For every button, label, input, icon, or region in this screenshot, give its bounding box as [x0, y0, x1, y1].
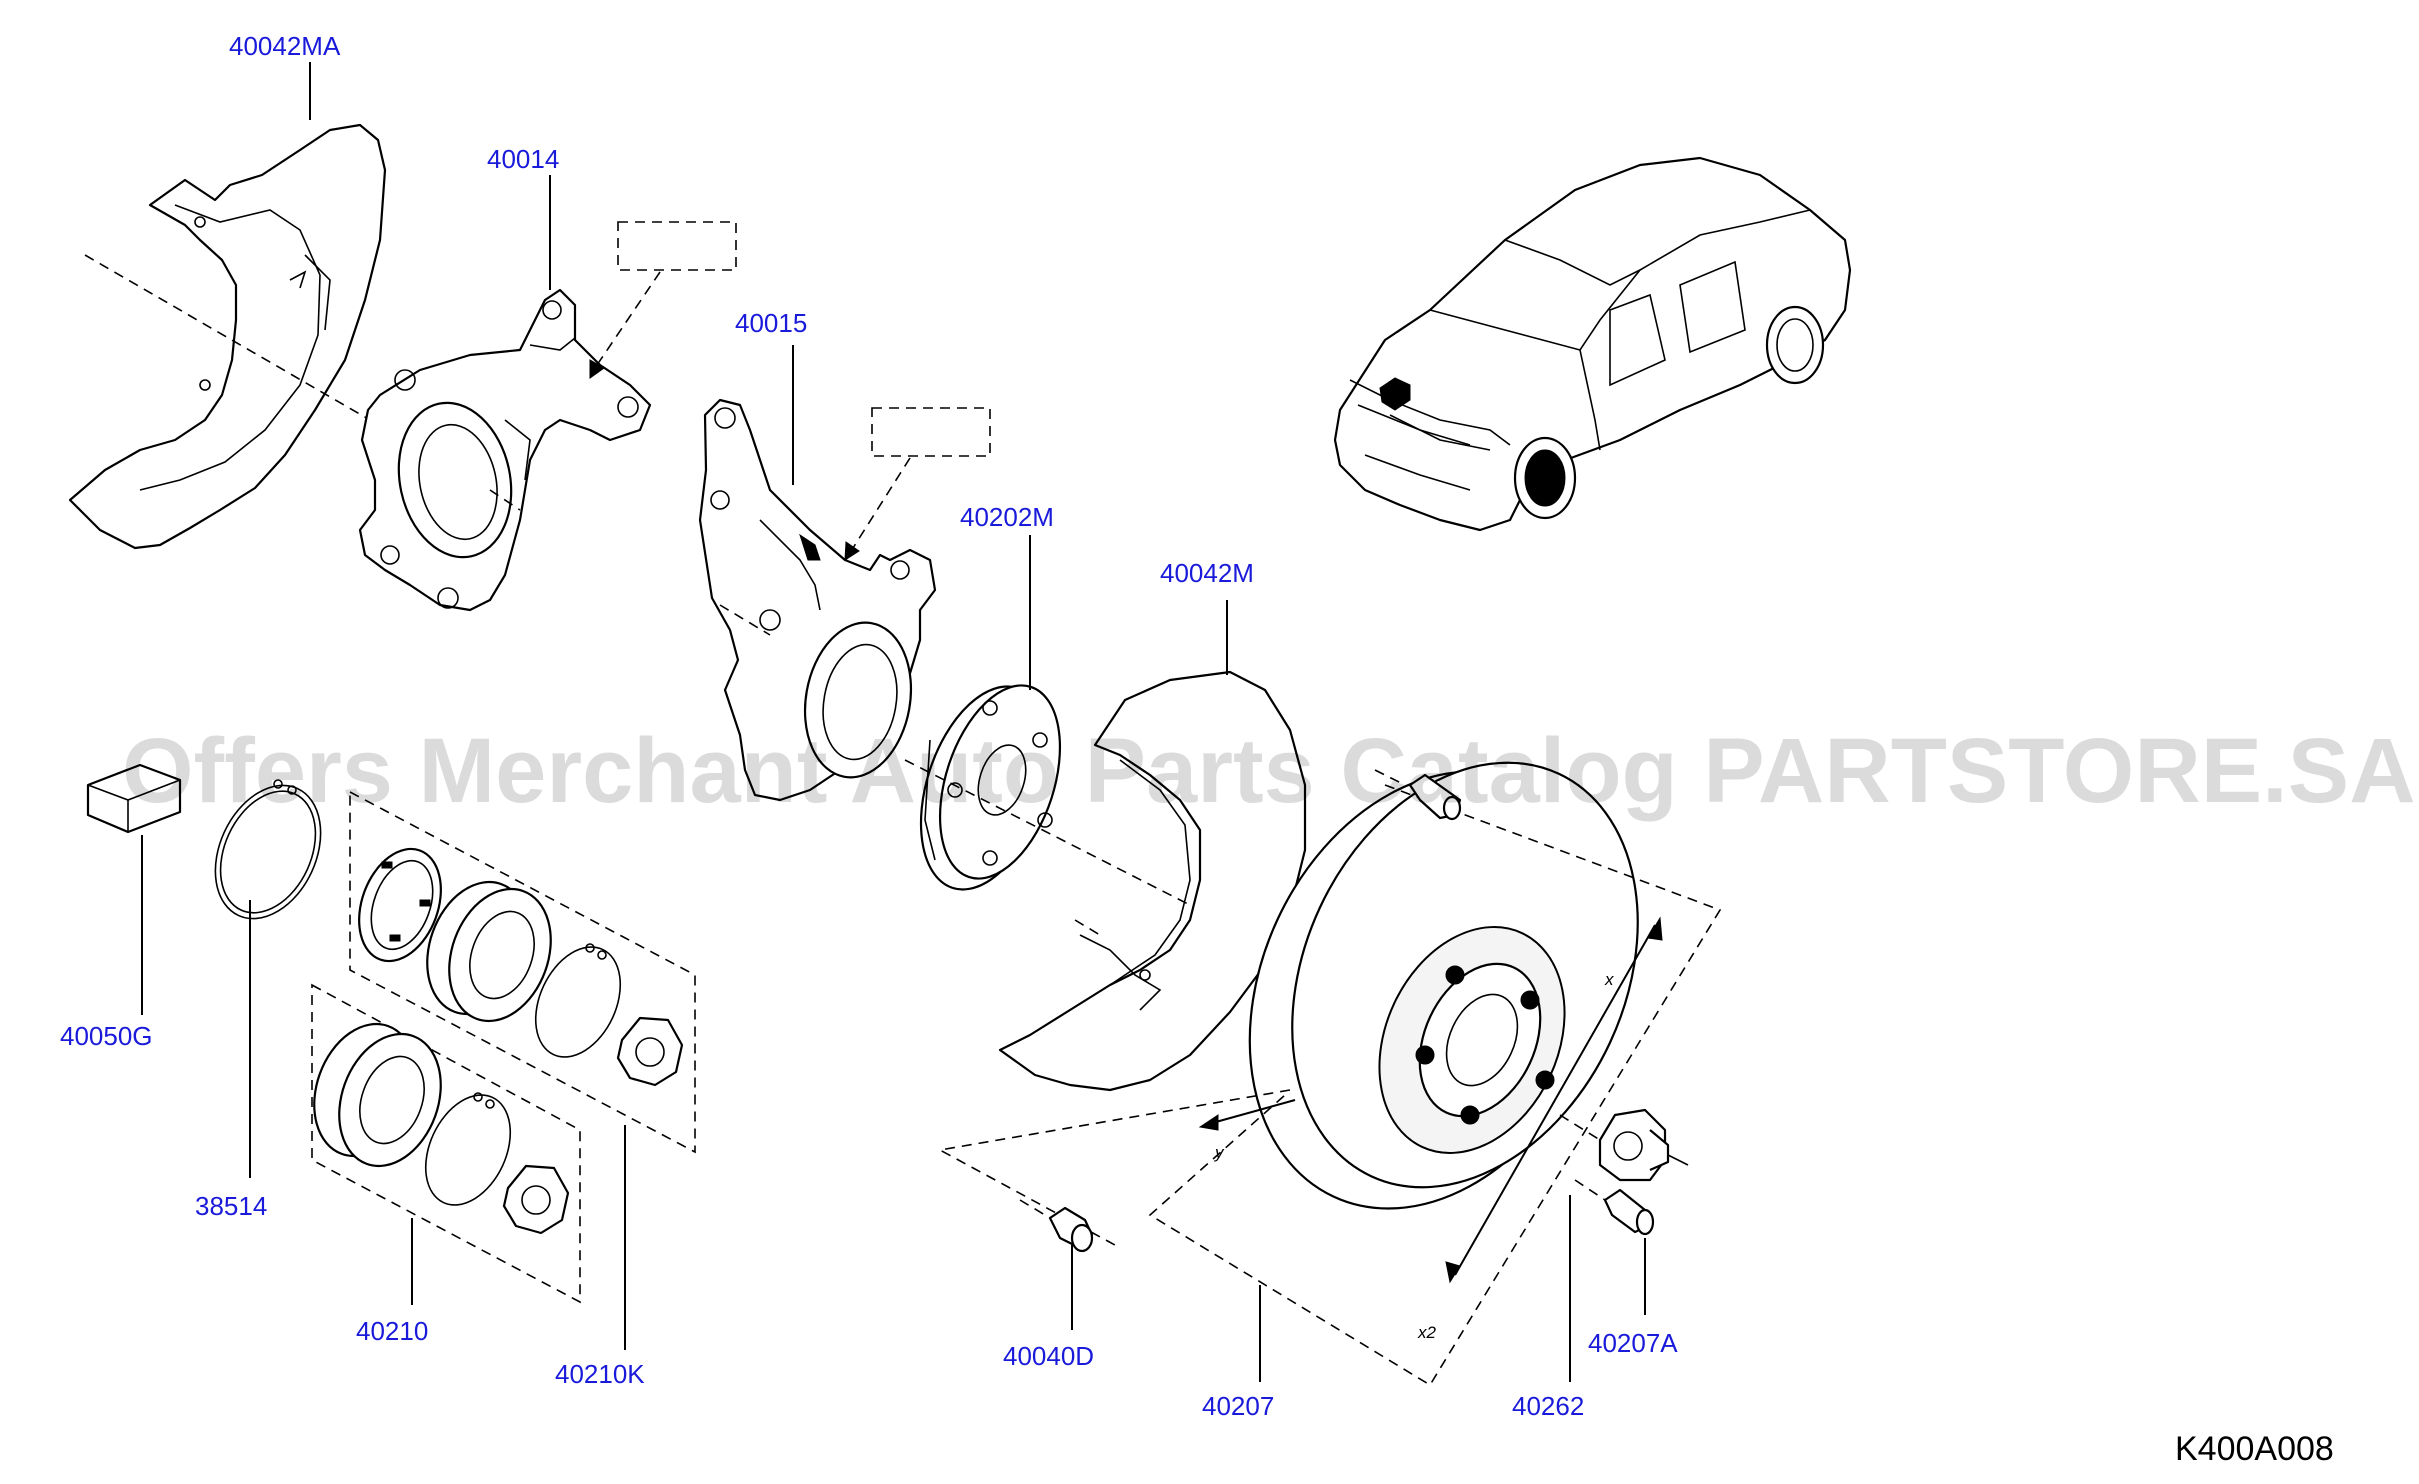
axis-line-nut [1559, 1114, 1601, 1141]
diagram-code: K400A008 [2175, 1430, 2334, 1468]
callout-arrow-left [596, 271, 661, 366]
bearing-kit-box [349, 790, 696, 1154]
snap-ring-drawing[interactable] [195, 768, 341, 935]
callout-arrow-right [852, 457, 911, 549]
dust-shield-lower-drawing[interactable] [998, 670, 1307, 1092]
dimension-x-arrow-top [1647, 916, 1663, 941]
disc-screw-top-drawing[interactable] [1408, 773, 1462, 821]
axis-line-bottom-screw [1574, 1179, 1606, 1201]
dimension-y-mark: y [1214, 1143, 1225, 1162]
axis-line-shield-bolt [1019, 1199, 1051, 1219]
part-label-40042MA[interactable]: 40042MA [229, 31, 341, 61]
axis-line-knuckle-left [489, 489, 521, 511]
wheel-hub-drawing[interactable] [897, 670, 1082, 906]
hub-nut-lower-drawing[interactable] [502, 1164, 570, 1235]
hub-nut-drawing[interactable] [1598, 1108, 1689, 1182]
dimension-x-line [1454, 924, 1656, 1276]
dimension-y-line [1204, 1099, 1296, 1126]
brake-disc-drawing[interactable] [1181, 706, 1703, 1267]
quantity-mark: x2 [1417, 1323, 1437, 1342]
wheel-bearing-lower-drawing[interactable] [297, 1010, 459, 1181]
callout-box-right [871, 407, 991, 457]
dimension-x-arrow-bottom [1445, 1261, 1461, 1284]
part-label-40207[interactable]: 40207 [1202, 1391, 1274, 1421]
watermark-text: Offers Merchant Auto Parts Catalog PARTS… [122, 720, 2416, 822]
sensor-block-drawing[interactable] [86, 763, 182, 834]
part-label-40210[interactable]: 40210 [356, 1316, 428, 1346]
axis-line-top-screw [1374, 769, 1406, 786]
dust-shield-upper-drawing[interactable] [68, 123, 387, 550]
shield-bolt-drawing[interactable] [1048, 1206, 1094, 1253]
part-label-38514[interactable]: 38514 [195, 1191, 267, 1221]
part-label-40040D[interactable]: 40040D [1003, 1341, 1094, 1371]
part-label-40014[interactable]: 40014 [487, 144, 559, 174]
part-label-40042M[interactable]: 40042M [1160, 558, 1254, 588]
steering-knuckle-right-drawing[interactable] [698, 398, 937, 802]
dimension-y-arrow [1198, 1114, 1219, 1131]
wheel-bearing-upper-drawing[interactable] [410, 868, 569, 1036]
bearing-box [311, 983, 581, 1304]
part-label-40210K[interactable]: 40210K [555, 1359, 645, 1389]
callout-arrowhead-left [589, 359, 605, 379]
part-label-40050G[interactable]: 40050G [60, 1021, 153, 1051]
part-label-40207A[interactable]: 40207A [1588, 1328, 1678, 1358]
part-label-40262[interactable]: 40262 [1512, 1391, 1584, 1421]
bearing-seal-drawing[interactable] [344, 838, 455, 973]
axis-line-knuckle-right [719, 604, 771, 636]
axis-line-lower-shield [1074, 919, 1101, 936]
part-label-40202M[interactable]: 40202M [960, 502, 1054, 532]
dimension-x-mark: x [1604, 970, 1614, 989]
hub-nut-upper-drawing[interactable] [616, 1016, 684, 1087]
callout-box-left [617, 221, 737, 271]
circlip-lower-drawing[interactable] [409, 1081, 527, 1218]
axis-line-hub [904, 759, 1191, 906]
disc-shield-box [937, 1089, 1291, 1246]
vehicle-location-illustration [1333, 156, 1852, 532]
disc-screw-bottom-drawing[interactable] [1603, 1188, 1655, 1236]
disc-dimension-box [1148, 784, 1722, 1387]
circlip-upper-drawing[interactable] [519, 933, 637, 1070]
callout-arrowhead-right [844, 541, 860, 561]
part-label-40015[interactable]: 40015 [735, 308, 807, 338]
steering-knuckle-left-drawing[interactable] [358, 288, 652, 612]
axis-line-upper-shield [84, 254, 371, 421]
